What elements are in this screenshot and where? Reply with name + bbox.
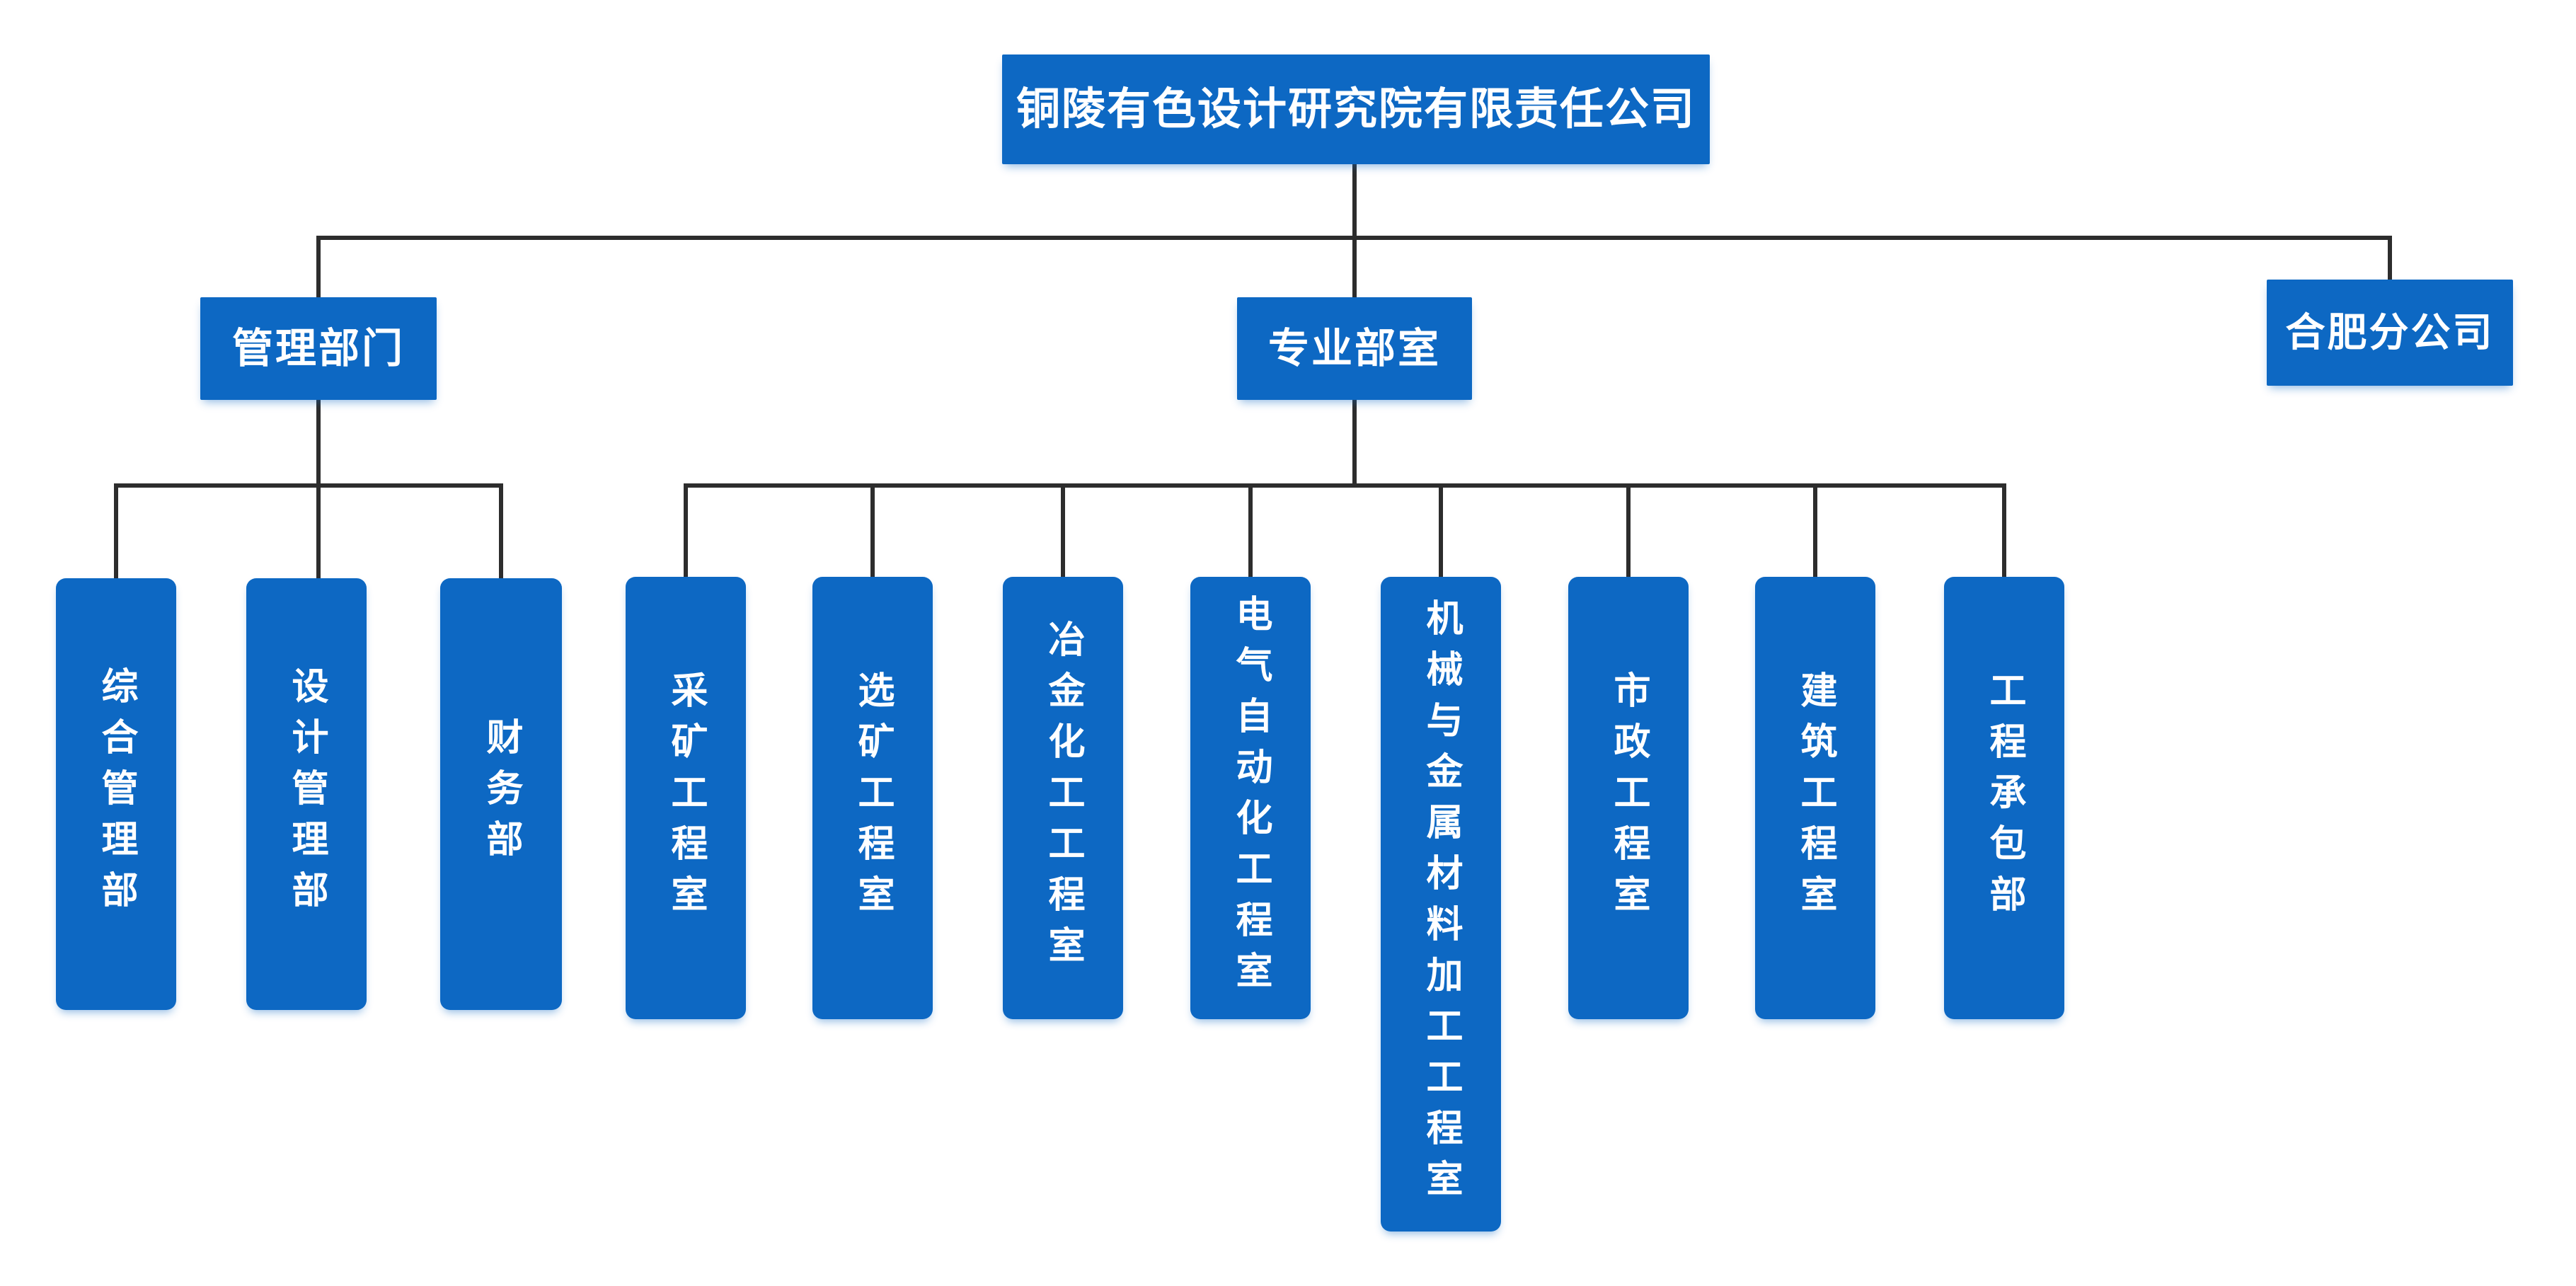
node-label: 建筑工程室 [1795,670,1836,926]
connector-drop-mineral-processing [870,483,875,578]
node-municipal-engineering: 市政工程室 [1568,577,1689,1019]
node-label: 工程承包部 [1984,670,2025,926]
connector-drop-architecture [1813,483,1817,578]
node-label: 管理部门 [231,325,405,372]
connector-hefei-drop [2388,236,2392,282]
connector-drop-general-management [114,483,118,580]
node-label: 专业部室 [1267,325,1441,372]
node-label: 冶金化工工程室 [1042,619,1083,977]
node-hefei-branch: 合肥分公司 [2267,280,2513,386]
node-contracting-dept: 工程承包部 [1944,577,2064,1019]
node-label: 选矿工程室 [852,670,893,926]
connector-professional-rail [684,483,2006,488]
node-general-management: 综合管理部 [56,578,176,1010]
node-mineral-processing: 选矿工程室 [812,577,933,1019]
node-label: 市政工程室 [1608,670,1649,926]
node-management-dept: 管理部门 [200,297,437,400]
node-finance: 财务部 [440,578,562,1010]
node-design-management: 设计管理部 [246,578,367,1010]
node-label: 电气自动化工程室 [1230,594,1271,1002]
node-mining-engineering: 采矿工程室 [626,577,746,1019]
connector-management-drop [316,236,321,299]
node-root-label: 铜陵有色设计研究院有限责任公司 [1016,84,1696,134]
node-label: 综合管理部 [96,667,137,922]
node-label: 设计管理部 [286,667,327,922]
node-mechanical-materials: 机械与金属材料加工工程室 [1381,577,1501,1232]
node-label: 财务部 [481,718,522,871]
node-electrical-automation: 电气自动化工程室 [1190,577,1311,1019]
node-professional-dept: 专业部室 [1237,297,1472,400]
connector-management-rail [114,483,503,488]
connector-drop-mechanical [1439,483,1443,578]
connector-drop-metallurgy [1061,483,1065,578]
node-label: 机械与金属材料加工工程室 [1420,598,1461,1210]
connector-professional-stem [1352,400,1357,488]
node-label: 采矿工程室 [665,670,706,926]
node-architecture-engineering: 建筑工程室 [1755,577,1875,1019]
connector-drop-mining [684,483,688,578]
node-metallurgy-chemical: 冶金化工工程室 [1003,577,1123,1019]
connector-root-drop [1352,164,1357,238]
connector-drop-municipal [1626,483,1631,578]
connector-drop-contracting [2002,483,2006,578]
connector-drop-finance [499,483,503,580]
connector-professional-drop [1352,236,1357,299]
connector-management-stem [316,400,321,580]
connector-drop-electrical [1248,483,1253,578]
node-label: 合肥分公司 [2285,310,2495,355]
node-root: 铜陵有色设计研究院有限责任公司 [1002,54,1710,164]
